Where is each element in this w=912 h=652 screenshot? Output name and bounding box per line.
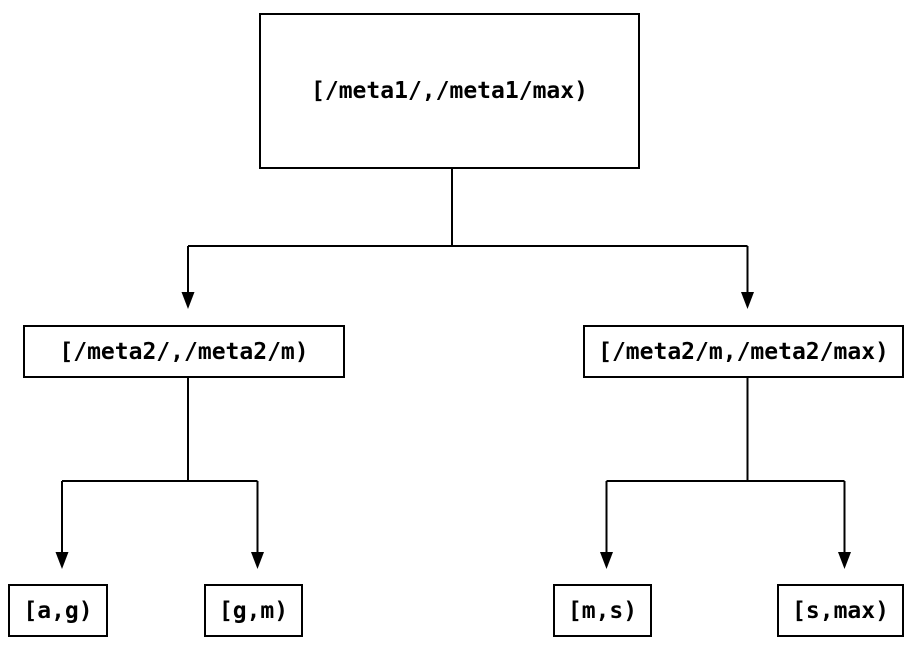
node-left-left-label: [a,g) [23,597,93,624]
arrow-down-icon [741,292,754,309]
node-left: [/meta2/,/meta2/m) [23,325,345,378]
node-left-right-label: [g,m) [218,597,289,624]
node-right-left-label: [m,s) [567,597,638,624]
arrow-down-icon [838,552,851,569]
node-left-right: [g,m) [204,584,303,637]
arrow-down-icon [181,292,195,309]
node-right-label: [/meta2/m,/meta2/max) [598,338,889,365]
arrow-down-icon [251,552,264,569]
node-left-label: [/meta2/,/meta2/m) [59,338,309,365]
node-root: [/meta1/,/meta1/max) [259,13,640,169]
connector-root-children [187,169,749,292]
node-right-left: [m,s) [553,584,652,637]
node-right-right-label: [s,max) [792,597,889,624]
node-right: [/meta2/m,/meta2/max) [583,325,904,378]
node-right-right: [s,max) [777,584,904,637]
node-left-left: [a,g) [8,584,108,637]
connector-left-children [61,378,259,552]
arrow-down-icon [600,552,613,569]
arrow-down-icon [55,552,69,569]
connector-right-children [605,378,846,552]
node-root-label: [/meta1/,/meta1/max) [311,78,588,104]
